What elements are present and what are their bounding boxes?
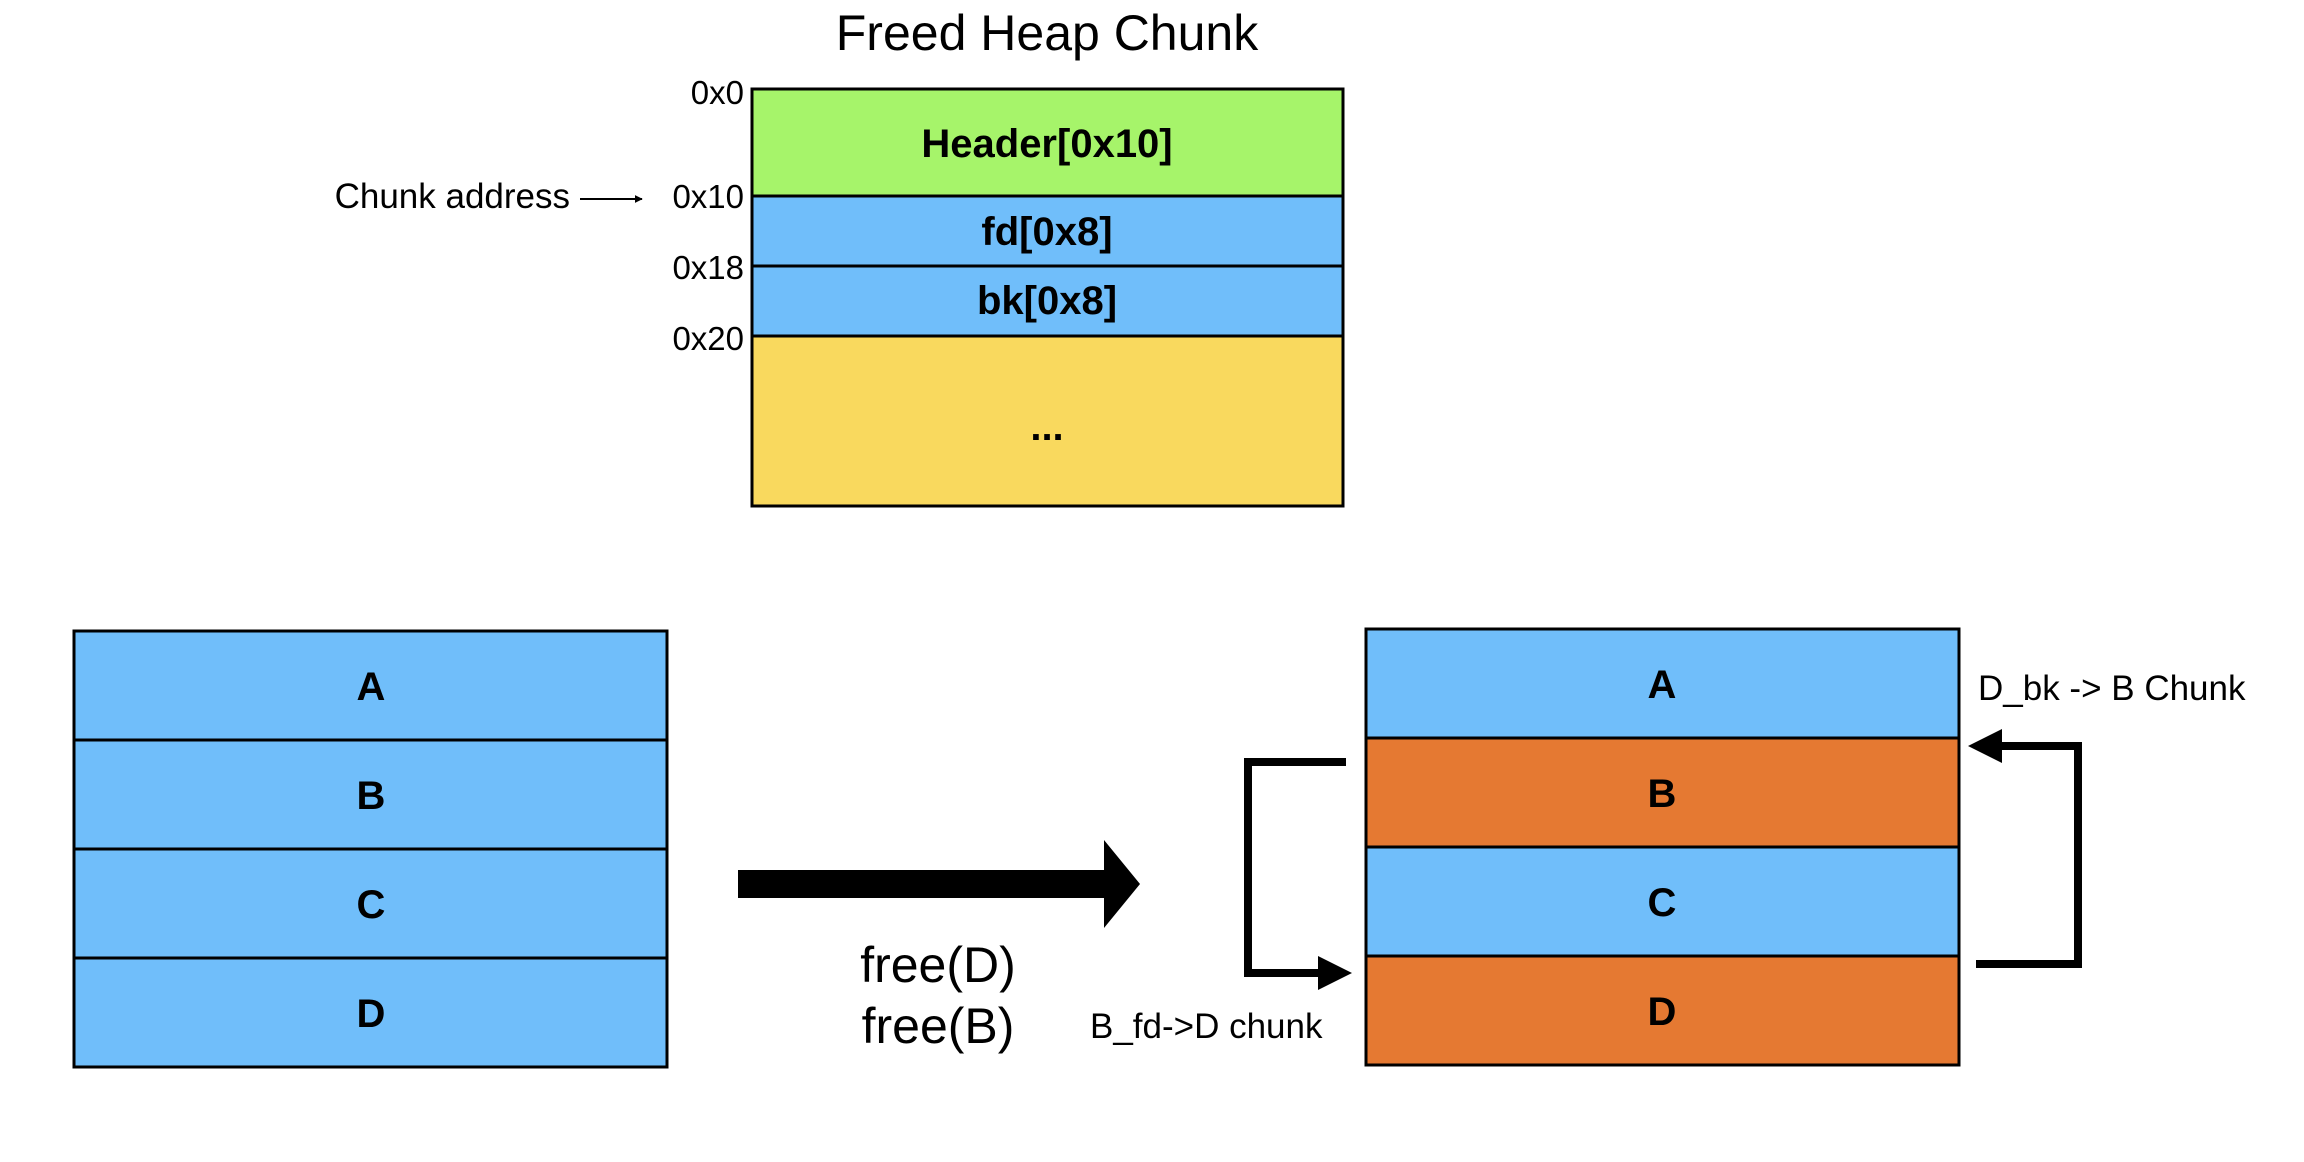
operation-free-b: free(B)	[862, 998, 1015, 1054]
after-block-d	[1364, 954, 1961, 1067]
after-block-c	[1364, 845, 1961, 958]
diagram-title: Freed Heap Chunk	[836, 5, 1259, 61]
before-block-c	[72, 847, 669, 960]
bk-pointer-label: D_bk -> B Chunk	[1978, 669, 2246, 708]
before-block-c-label: C	[357, 883, 386, 927]
offset-0x0: 0x0	[691, 74, 744, 111]
fd-pointer-arrow	[1244, 758, 1346, 977]
chunk-address-label: Chunk address	[335, 177, 570, 216]
before-block-d	[72, 956, 669, 1069]
offset-0x20: 0x20	[672, 320, 744, 357]
before-block-b	[72, 738, 669, 851]
before-block-d-label: D	[357, 992, 386, 1036]
before-block-a	[72, 629, 669, 742]
bk-pointer-arrow	[1976, 742, 2082, 968]
after-block-c-label: C	[1648, 881, 1677, 925]
offset-0x18: 0x18	[672, 249, 744, 286]
before-heap: A B C D	[72, 629, 669, 1069]
transition-arrow	[738, 840, 1140, 928]
after-block-b	[1364, 736, 1961, 849]
after-block-b-label: B	[1648, 772, 1677, 816]
chunk-field-fd-label: fd[0x8]	[981, 210, 1112, 254]
bk-pointer-arrowhead	[1968, 729, 2002, 763]
before-block-a-label: A	[357, 665, 386, 709]
transition: free(D) free(B)	[738, 840, 1140, 1054]
after-block-a-label: A	[1648, 663, 1677, 707]
fd-pointer-label: B_fd->D chunk	[1090, 1007, 1323, 1046]
chunk-field-header	[750, 87, 1345, 198]
chunk-field-data-label: ...	[1030, 405, 1063, 449]
before-block-b-label: B	[357, 774, 386, 818]
freed-chunk: Header[0x10] fd[0x8] bk[0x8] ... 0x0 0x1…	[335, 74, 1345, 508]
after-block-d-label: D	[1648, 990, 1677, 1034]
operation-free-d: free(D)	[860, 937, 1016, 993]
chunk-field-fd	[750, 194, 1345, 268]
chunk-field-bk-label: bk[0x8]	[977, 279, 1117, 323]
fd-pointer-arrowhead	[1318, 956, 1352, 990]
after-heap: A B C D B_fd->D chunk D_bk -> B Chunk	[1090, 627, 2246, 1067]
chunk-field-header-label: Header[0x10]	[921, 122, 1172, 166]
after-block-a	[1364, 627, 1961, 740]
offset-0x10: 0x10	[672, 178, 744, 215]
chunk-field-data	[750, 334, 1345, 508]
